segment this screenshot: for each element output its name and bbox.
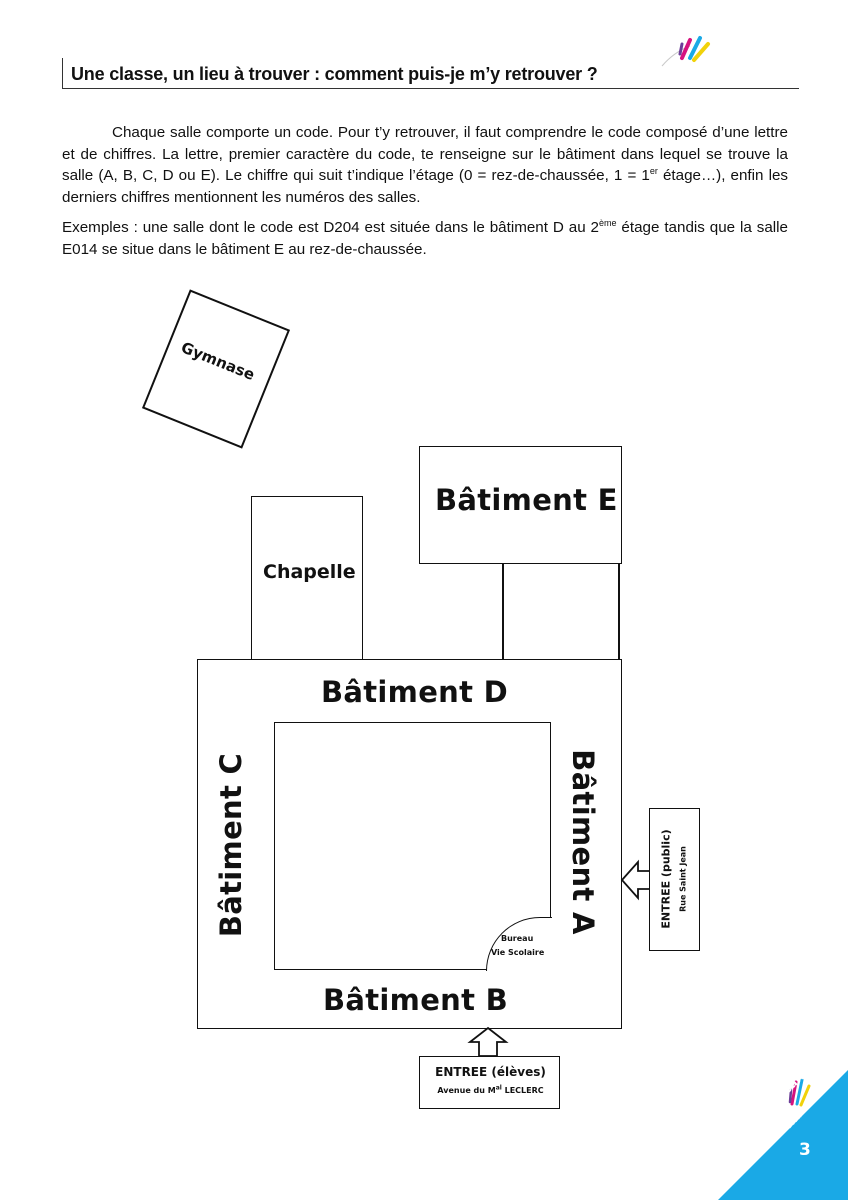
entree-eleves-label: ENTREE (élèves) <box>435 1065 546 1079</box>
chapelle: Chapelle <box>251 496 363 662</box>
batiment-e: Bâtiment E <box>419 446 622 564</box>
page-title: Une classe, un lieu à trouver : comment … <box>71 64 598 84</box>
chapelle-label: Chapelle <box>263 561 356 583</box>
connector-line <box>618 564 620 660</box>
gymnase-label: Gymnase <box>178 338 258 385</box>
rue-label: Rue Saint Jean <box>678 846 688 912</box>
batiment-b-label: Bâtiment B <box>323 983 509 1017</box>
bureau-label-2: Vie Scolaire <box>491 948 545 957</box>
title-bar: Une classe, un lieu à trouver : comment … <box>62 58 799 89</box>
entree-public-box: ENTREE (public) Rue Saint Jean <box>649 808 700 951</box>
batiment-d-label: Bâtiment D <box>321 675 509 709</box>
batiment-e-label: Bâtiment E <box>435 483 618 517</box>
intro-paragraph: Chaque salle comporte un code. Pour t’y … <box>62 124 788 206</box>
bureau-vie-scolaire: Bureau Vie Scolaire <box>486 917 552 971</box>
batiment-c-label: Bâtiment C <box>214 752 248 938</box>
connector-line <box>502 564 504 660</box>
logo-strokes-icon <box>661 36 710 67</box>
page-number: 3 <box>799 1140 811 1160</box>
bureau-label-1: Bureau <box>501 934 534 943</box>
entree-public-label: ENTREE (public) <box>659 829 673 929</box>
footer-corner-triangle <box>718 1070 848 1200</box>
batiment-a-label: Bâtiment A <box>566 749 600 935</box>
courtyard: Bureau Vie Scolaire <box>274 722 552 971</box>
entree-eleves-box: ENTREE (élèves) Avenue du Mal LECLERC <box>419 1056 560 1109</box>
gymnase-building: Gymnase <box>141 289 291 449</box>
avenue-label: Avenue du Mal LECLERC <box>437 1084 544 1095</box>
arrow-up-icon <box>467 1026 509 1057</box>
example-paragraph: Exemples : une salle dont le code est D2… <box>62 217 788 258</box>
logo-icon <box>788 1078 811 1107</box>
